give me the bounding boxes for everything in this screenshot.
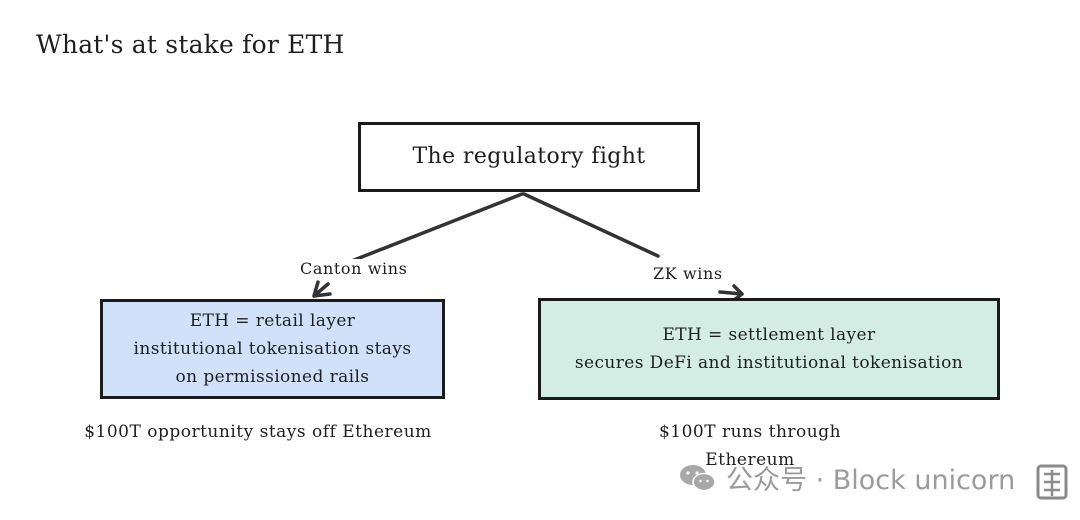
wechat-icon bbox=[680, 464, 716, 491]
root-node: The regulatory fight bbox=[358, 122, 700, 192]
box-line: institutional tokenisation stays bbox=[133, 339, 412, 359]
node-zk-outcome: ETH = settlement layer secures DeFi and … bbox=[538, 298, 1000, 400]
arrow-left bbox=[342, 192, 524, 266]
page-title: What's at stake for ETH bbox=[36, 30, 345, 59]
unicorn-logo-icon bbox=[1036, 464, 1068, 500]
box-line: ETH = retail layer bbox=[189, 311, 356, 331]
watermark: 公众号 · Block unicorn bbox=[678, 458, 1015, 497]
edge-label-canton: Canton wins bbox=[300, 259, 408, 278]
arrow-right bbox=[522, 192, 660, 258]
box-line: secures DeFi and institutional tokenisat… bbox=[574, 353, 964, 373]
node-canton-outcome: ETH = retail layer institutional tokenis… bbox=[100, 299, 445, 399]
arrow-left-tail bbox=[312, 280, 332, 298]
outcome-zk: $100T runs through Ethereum bbox=[658, 422, 842, 470]
edge-label-zk: ZK wins bbox=[653, 264, 723, 283]
box-line: ETH = settlement layer bbox=[662, 325, 876, 345]
watermark-text: 公众号 · Block unicorn bbox=[726, 465, 1016, 496]
root-label: The regulatory fight bbox=[412, 144, 646, 169]
outcome-canton: $100T opportunity stays off Ethereum bbox=[84, 422, 432, 442]
box-line: on permissioned rails bbox=[175, 367, 370, 387]
